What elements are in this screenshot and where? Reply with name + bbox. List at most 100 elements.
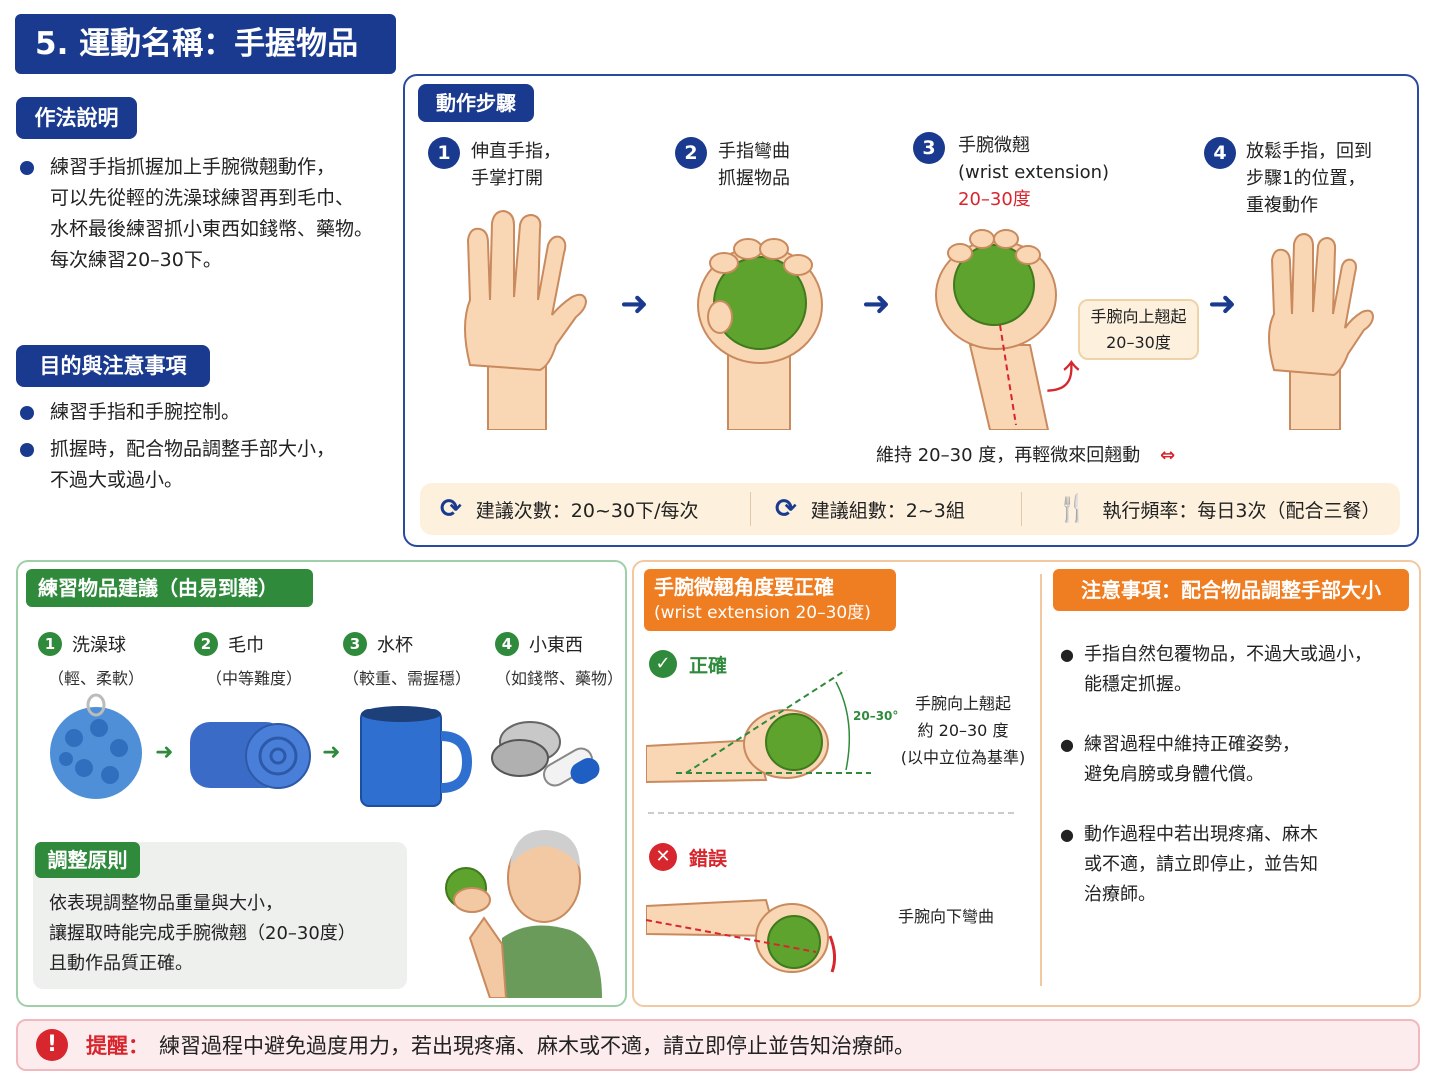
object-number: 4 [495,632,519,656]
relaxed-hand-illustration [1268,232,1375,430]
step-angle-highlight: 20–30度 [958,189,1031,210]
step-number: 4 [1204,137,1236,169]
dashed-divider [648,812,1014,814]
object-note: （輕、柔軟） [48,669,145,688]
info-text: 建議次數：20~30下/每次 [475,499,699,522]
fork-knife-icon: 🍴 [1056,494,1089,524]
object-name: 水杯 [377,635,413,656]
step-line: 手腕微翹 [958,135,1030,156]
adjust-text: 依表現調整物品重量與大小， 讓握取時能完成手腕微翹（20–30度） 且動作品質正… [49,889,356,979]
object-item: 4 小東西 （如錢幣、藥物） [495,631,625,689]
arrow-right-icon: ➜ [322,740,341,765]
cup-icon [360,706,472,807]
wrong-wrist-illustration [646,898,837,973]
note-line: 手指自然包覆物品，不過大或過小， [1083,644,1372,665]
notes-tag: 注意事項：配合物品調整手部大小 [1053,569,1409,611]
method-line: 每次練習20–30下。 [50,249,222,271]
callout-line: 20–30度 [1106,333,1171,352]
purpose-tag: 目的與注意事項 [16,345,210,387]
method-tag: 作法說明 [16,97,137,139]
note-line: 治療師。 [1083,884,1156,905]
step-line: 手指彎曲 [718,141,790,162]
step-number: 3 [913,132,945,164]
object-item: 2 毛巾 （中等難度） [194,631,344,689]
bullet-dot: ● [1060,825,1074,844]
note-line: 能穩定抓握。 [1083,674,1192,695]
note-line: 練習過程中維持正確姿勢， [1083,734,1300,755]
object-name: 洗澡球 [72,635,126,656]
correct-desc-line: 約 20–30 度 [917,721,1009,740]
steps-tag: 動作步驟 [418,84,534,122]
object-note: （如錢幣、藥物） [495,669,624,688]
step-line: 步驟1的位置， [1246,168,1366,189]
bullet-dot [20,406,34,420]
correct-label: 正確 [689,654,728,677]
towel-icon [190,722,311,789]
wrist-callout: 手腕向上翹起 20–30度 [1078,299,1199,360]
angle-tag-subtitle: (wrist extension 20–30度) [654,603,871,623]
object-note: （中等難度） [206,669,303,688]
angle-tag-title: 手腕微翹角度要正確 [654,575,834,599]
cross-icon: ✕ [649,843,677,871]
up-curve-arrow-icon: ⤴ [1046,358,1080,398]
open-hand-illustration [464,209,588,430]
step-line: 抓握物品 [718,168,790,189]
reminder-label: 提醒： [86,1034,149,1058]
adjust-line: 讓握取時能完成手腕微翹（20–30度） [49,923,356,944]
check-icon: ✓ [649,650,677,678]
arrow-right-icon: ➜ [620,284,649,324]
note-line: 避免肩膀或身體代償。 [1083,764,1264,785]
purpose-line: 抓握時，配合物品調整手部大小， [50,438,336,460]
step-number: 1 [428,137,460,169]
adjust-tag: 調整原則 [35,842,140,878]
objects-panel [16,560,627,1007]
object-number: 3 [343,632,367,656]
steps-panel [403,74,1419,547]
reminder-text: 練習過程中避免過度用力，若出現疼痛、麻木或不適，請立即停止並告知治療師。 [159,1034,915,1058]
note-item: ● 動作過程中若出現疼痛、麻木 或不適，請立即停止，並告知 治療師。 [1060,820,1410,910]
refresh-icon: ⟳ [775,494,797,524]
coins-pills-icon [491,721,600,787]
divider [1021,492,1022,526]
purpose-item: 抓握時，配合物品調整手部大小， 不過大或過小。 [14,434,394,496]
info-frequency: 🍴 執行頻率：每日3次（配合三餐） [1022,483,1380,535]
wrong-row: ✕ 錯誤 [649,843,727,871]
object-item: 3 水杯 （較重、需握穩） [343,631,503,689]
objects-tag: 練習物品建議（由易到難） [26,569,313,607]
hold-instruction: 維持 20–30 度，再輕微來回翹動 ⇔ [876,441,1175,467]
step-line: 重複動作 [1246,195,1318,216]
object-number: 1 [38,632,62,656]
note-line: 或不適，請立即停止，並告知 [1083,854,1318,875]
vertical-divider [1040,574,1042,986]
step-line: 手掌打開 [471,168,543,189]
arrow-right-icon: ➜ [1208,284,1237,324]
wrong-description: 手腕向下彎曲 [898,907,995,926]
divider [750,492,751,526]
purpose-list: 練習手指和手腕控制。 抓握時，配合物品調整手部大小， 不過大或過小。 [14,397,394,496]
step-2-text: 手指彎曲 抓握物品 [718,138,790,192]
step-4-text: 放鬆手指，回到 步驟1的位置， 重複動作 [1246,138,1372,219]
hold-text: 維持 20–30 度，再輕微來回翹動 [876,445,1141,466]
info-sets: ⟳ 建議組數：2~3組 [751,483,1021,535]
notes-list: ● 手指自然包覆物品，不過大或過小， 能穩定抓握。 ● 練習過程中維持正確姿勢，… [1060,640,1410,910]
step-line: 伸直手指， [471,141,561,162]
object-number: 2 [194,632,218,656]
object-name: 毛巾 [228,635,264,656]
method-line: 可以先從輕的洗澡球練習再到毛巾、 [50,187,355,209]
exercise-info-strip: ⟳ 建議次數：20~30下/每次 ⟳ 建議組數：2~3組 🍴 執行頻率：每日3次… [420,483,1400,535]
method-line: 水杯最後練習抓小東西如錢幣、藥物。 [50,218,374,240]
bullet-dot [20,443,34,457]
step-3-text: 手腕微翹 (wrist extension) 20–30度 [958,132,1109,213]
correct-description: 手腕向上翹起 約 20–30 度 (以中立位為基準) [900,690,1026,771]
refresh-icon: ⟳ [440,494,462,524]
bullet-dot: ● [1060,735,1074,754]
note-line: 動作過程中若出現疼痛、麻木 [1083,824,1318,845]
bullet-dot: ● [1060,645,1074,664]
object-item: 1 洗澡球 （輕、柔軟） [38,631,178,689]
method-line: 練習手指抓握加上手腕微翹動作， [50,156,336,178]
adjust-line: 依表現調整物品重量與大小， [49,893,283,914]
wrong-label: 錯誤 [689,847,728,870]
step-line: 放鬆手指，回到 [1246,141,1372,162]
adjust-line: 且動作品質正確。 [49,953,193,974]
purpose-item: 練習手指和手腕控制。 [14,397,394,428]
